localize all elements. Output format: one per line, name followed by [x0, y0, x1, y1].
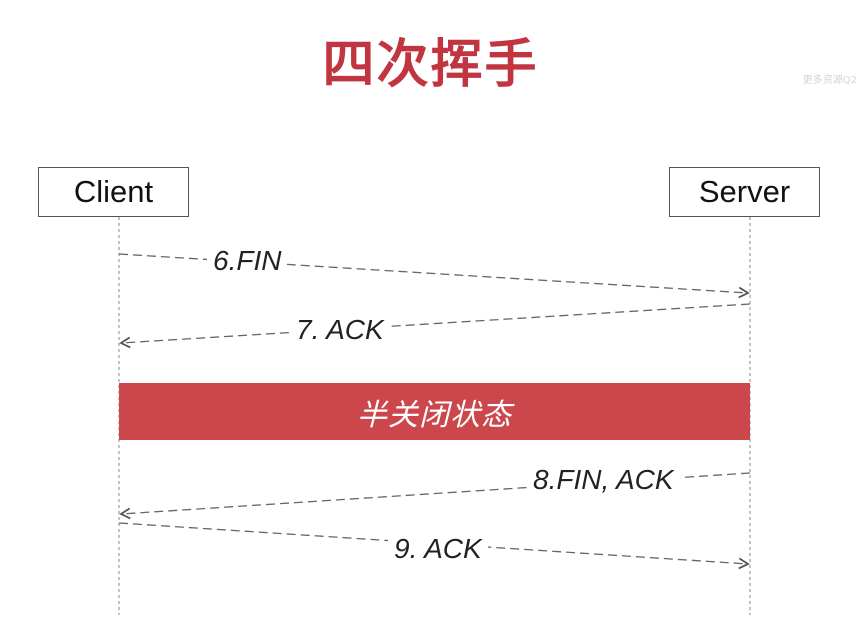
slide-title: 四次挥手 [322, 35, 539, 95]
half-close-state-band: 半关闭状态 [119, 383, 750, 440]
message-6-label: 6.FIN [207, 244, 288, 278]
arrow-7-ack [119, 303, 751, 349]
half-close-state-label: 半关闭状态 [357, 397, 512, 433]
watermark-text: 更多资源Q2 [802, 75, 857, 86]
client-box: Client [38, 167, 189, 217]
server-box: Server [669, 167, 820, 217]
message-9-label: 9. ACK [388, 532, 488, 566]
message-7-label: 7. ACK [290, 313, 390, 347]
message-8-label: 8.FIN, ACK [527, 463, 680, 497]
